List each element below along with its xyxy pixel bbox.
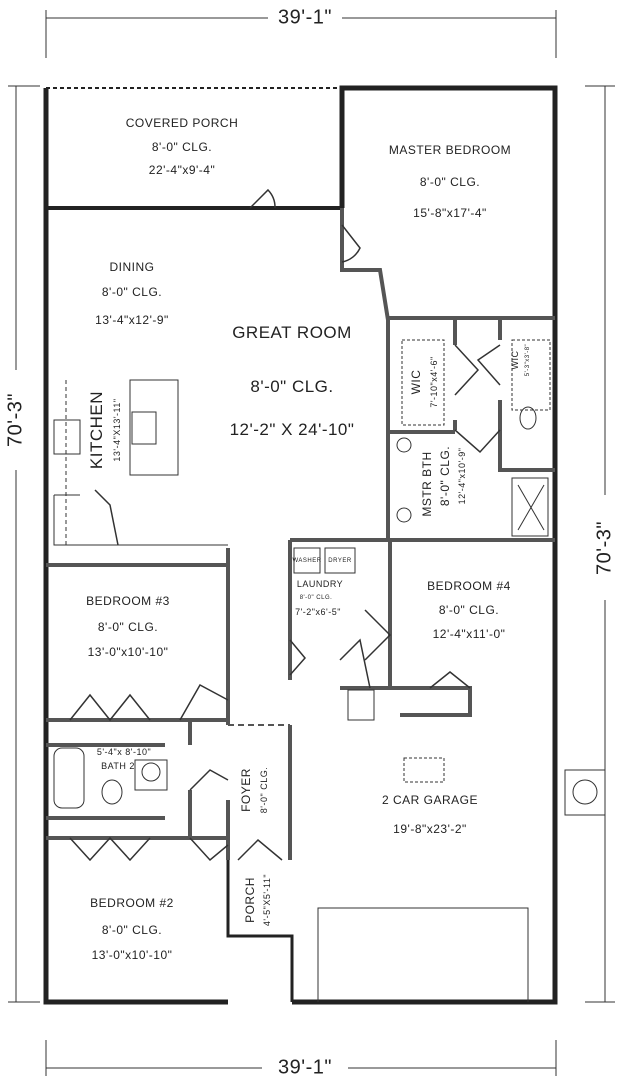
master-bedroom-size: 15'-8"x17'-4" (413, 206, 487, 220)
bedroom-3-size: 13'-0"x10'-10" (87, 645, 169, 659)
bedroom-4-ceiling: 8'-0" CLG. (438, 603, 500, 617)
room-label-dining: DINING (109, 260, 155, 274)
dryer-label: DRYER (328, 558, 352, 564)
foyer-ceiling: 8'-0" CLG. (259, 766, 269, 814)
room-label-covered-porch: COVERED PORCH (125, 116, 239, 130)
dimension-right: 70'-3" (593, 521, 616, 575)
room-label-great-room: GREAT ROOM (232, 323, 352, 342)
bath-2-size: 5'-4"x 8'-10" (96, 747, 152, 757)
bedroom-2-size: 13'-0"x10'-10" (91, 948, 173, 962)
room-label-bedroom-3: BEDROOM #3 (86, 594, 170, 608)
bedroom-2-ceiling: 8'-0" CLG. (101, 923, 163, 937)
room-label-bedroom-4: BEDROOM #4 (427, 579, 511, 593)
exterior-walls (43, 85, 558, 1005)
dimension-left: 70'-3" (4, 393, 27, 447)
garage-size: 19'-8"x23'-2" (393, 822, 467, 836)
master-bath-ceiling: 8'-0" CLG. (438, 445, 452, 507)
washer-label: WASHER (292, 558, 322, 564)
wic-1-size: 7'-10"x4'-6" (429, 356, 439, 408)
room-label-porch: PORCH (243, 877, 257, 923)
wic-2-size: 5'-3"x3'-8" (525, 343, 531, 377)
room-label-kitchen: KITCHEN (87, 390, 106, 470)
master-bath-size: 12'-4"x10'-9" (457, 447, 467, 505)
bedroom-3-ceiling: 8'-0" CLG. (97, 620, 159, 634)
fixtures (53, 339, 606, 1002)
door-swings (69, 188, 501, 862)
room-label-master-bedroom: MASTER BEDROOM (388, 143, 512, 157)
room-label-wic-1: WIC (409, 369, 423, 395)
kitchen-size: 13'-4"X13'-11" (112, 398, 122, 462)
bedroom-4-size: 12'-4"x11'-0" (432, 627, 506, 641)
room-label-foyer: FOYER (239, 768, 253, 812)
room-label-bedroom-2: BEDROOM #2 (90, 896, 174, 910)
dimension-bottom: 39'-1" (278, 1056, 332, 1079)
dimension-top: 39'-1" (278, 6, 332, 29)
dining-size: 13'-4"x12'-9" (95, 313, 169, 327)
room-label-garage: 2 CAR GARAGE (381, 793, 479, 807)
covered-porch-ceiling: 8'-0" CLG. (151, 140, 213, 154)
master-bedroom-ceiling: 8'-0" CLG. (419, 175, 481, 189)
covered-porch-size: 22'-4"x9'-4" (148, 163, 216, 177)
interior-walls (46, 208, 555, 860)
laundry-ceiling: 8'-0" CLG. (299, 595, 333, 601)
porch-size: 4'-5"X5'-11" (262, 873, 272, 927)
laundry-size: 7'-2"x6'-5" (295, 607, 341, 617)
dining-ceiling: 8'-0" CLG. (101, 285, 163, 299)
room-label-bath-2: BATH 2 (101, 761, 135, 771)
room-label-wic-2: WIC (510, 350, 520, 370)
room-label-laundry: LAUNDRY (296, 579, 344, 589)
dimension-lines (8, 10, 615, 1076)
great-room-ceiling: 8'-0" CLG. (250, 377, 334, 396)
great-room-size: 12'-2" X 24'-10" (229, 420, 355, 439)
room-label-master-bath: MSTR BTH (420, 451, 434, 517)
